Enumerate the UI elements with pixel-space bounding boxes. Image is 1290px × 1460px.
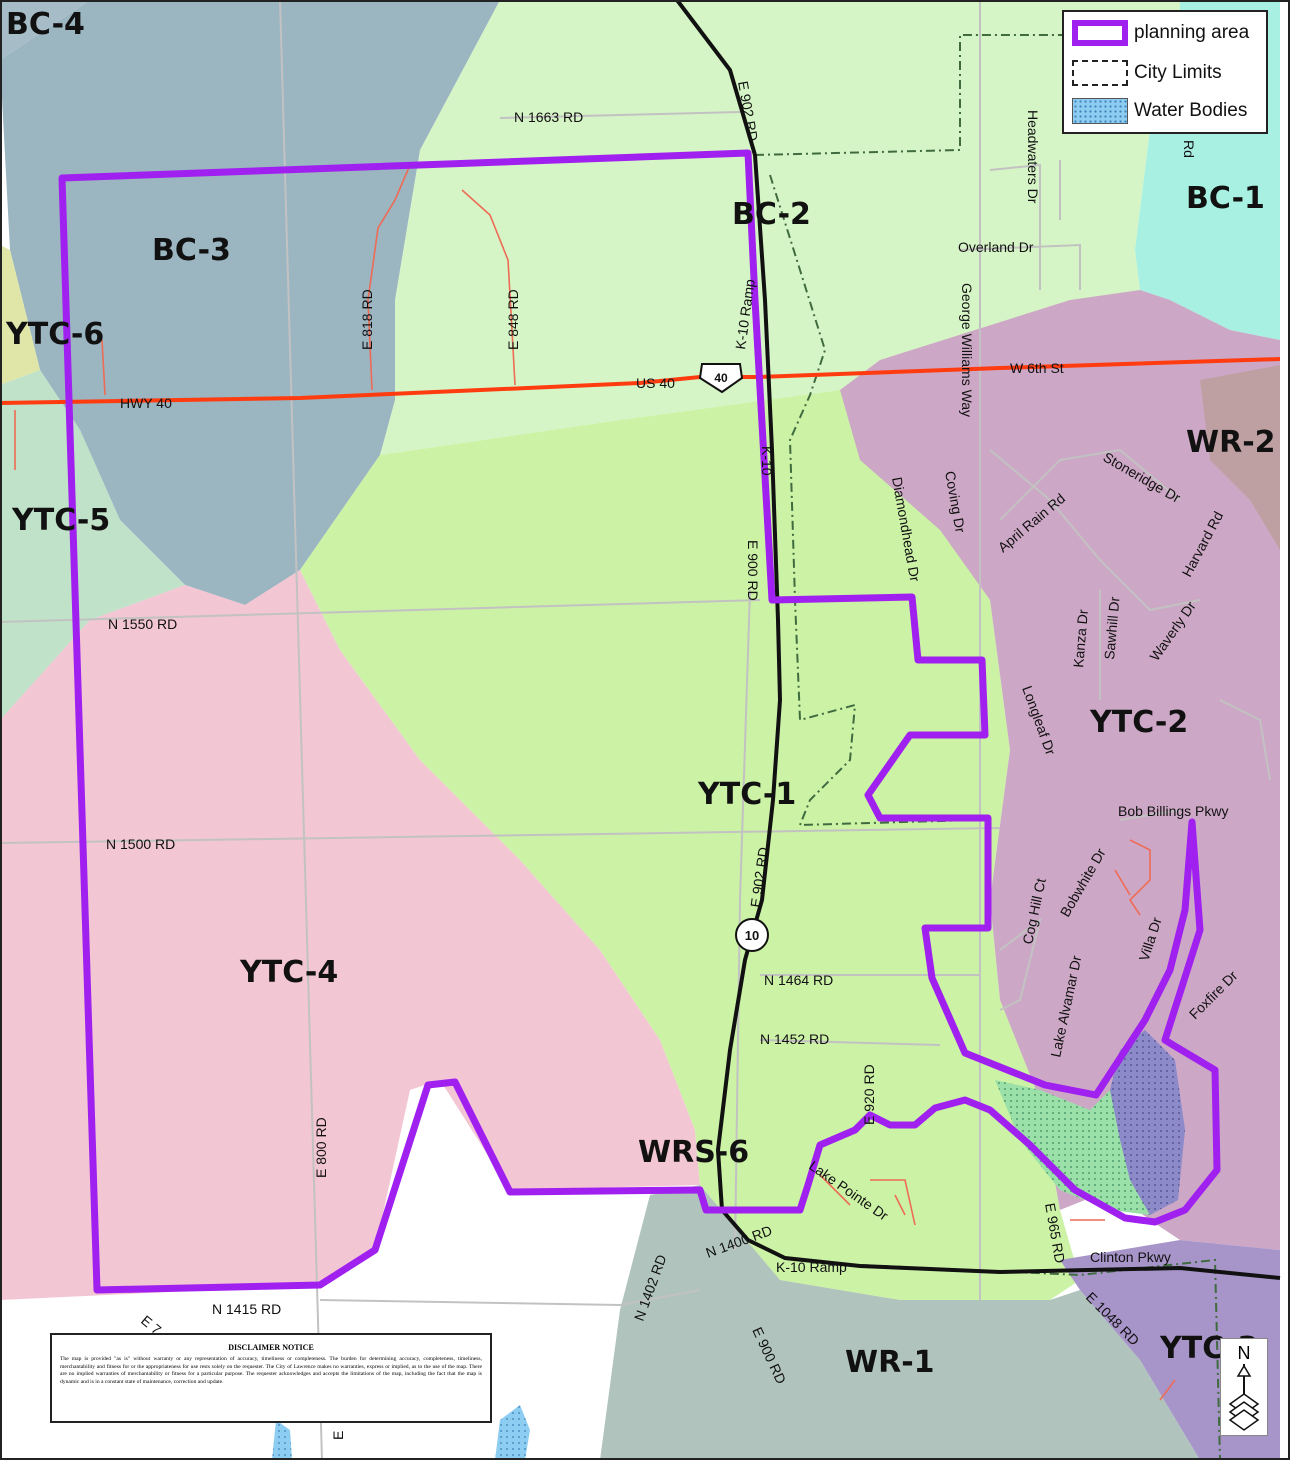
zone-wr1-area — [600, 1185, 1200, 1460]
road-label-e800: E 800 RD — [313, 1117, 329, 1178]
road-label-n1550: N 1550 RD — [108, 616, 177, 632]
road-label-george: George Williams Way — [959, 283, 975, 417]
planning-area-boundary — [58, 149, 1221, 1294]
zone-label-wrs6: WRS-6 — [638, 1135, 749, 1170]
disclaimer-body: The map is provided "as is" without warr… — [60, 1356, 482, 1385]
road-label-kanza: Kanza Dr — [1070, 608, 1091, 668]
road-labels-horizontal: N 1663 RD HWY 40 US 40 W 6th St Overland… — [106, 109, 1229, 1317]
road-label-e818: E 818 RD — [359, 289, 375, 350]
legend-label-planning-area: planning area — [1134, 22, 1250, 43]
road-label-e920: E 920 RD — [861, 1064, 877, 1125]
road-label-n1452: N 1452 RD — [760, 1031, 829, 1047]
road-label-n1500: N 1500 RD — [106, 836, 175, 852]
road-label-n1415: N 1415 RD — [212, 1301, 281, 1317]
zone-label-bc3: BC-3 — [152, 233, 231, 268]
road-label-overland: Overland Dr — [958, 239, 1034, 255]
zone-label-bc4: BC-4 — [6, 7, 85, 42]
road-label-e848: E 848 RD — [505, 289, 521, 350]
road-label-rd-partial: Rd — [1181, 140, 1197, 158]
map-legend: planning area City Limits Water Bodies — [1062, 10, 1268, 134]
zone-ytc6-area — [0, 245, 40, 385]
road-label-n1663: N 1663 RD — [514, 109, 583, 125]
zone-ytc2-area — [840, 290, 1280, 1250]
road-label-bobbillings: Bob Billings Pkwy — [1118, 803, 1229, 819]
road-label-clinton: Clinton Pkwy — [1090, 1249, 1171, 1265]
zone-label-bc1: BC-1 — [1186, 181, 1265, 216]
road-label-w6th: W 6th St — [1010, 360, 1064, 376]
disclaimer-title: DISCLAIMER NOTICE — [228, 1343, 314, 1352]
zone-wr2-area — [1200, 365, 1280, 550]
zone-label-ytc1: YTC-1 — [697, 777, 796, 812]
zone-label-ytc6: YTC-6 — [5, 317, 104, 352]
pond-south-2 — [495, 1405, 530, 1460]
zone-bc3-area — [0, 0, 500, 605]
zone-ytc1-area — [300, 290, 1140, 1300]
legend-item-planning-area: planning area — [1072, 18, 1249, 48]
road-label-headwaters: Headwaters Dr — [1025, 110, 1041, 204]
zone-label-ytc5: YTC-5 — [11, 503, 110, 538]
north-arrow-icon — [1228, 1364, 1260, 1431]
road-label-us40: US 40 — [636, 375, 675, 391]
road-label-e900-mid: E 900 RD — [745, 540, 761, 601]
zone-label-bc2: BC-2 — [732, 197, 811, 232]
disclaimer-notice: DISCLAIMER NOTICE The map is provided "a… — [50, 1333, 492, 1423]
k-10-highway — [675, 0, 1281, 1280]
zone-ytc4-area — [0, 570, 700, 1300]
road-label-k10: K-10 — [759, 446, 775, 476]
road-label-e-partial: E — [330, 1431, 346, 1440]
k-10-shield: 10 — [735, 918, 769, 952]
zone-ytc5-area — [0, 370, 185, 720]
road-label-hwy40: HWY 40 — [120, 395, 172, 411]
k-10-shield-label: 10 — [745, 928, 759, 943]
zone-label-wr2: WR-2 — [1186, 425, 1276, 460]
road-label-n1464: N 1464 RD — [764, 972, 833, 988]
lake-alvamar-water-east — [1110, 1030, 1185, 1215]
us-40-shield-label: 40 — [714, 371, 728, 385]
legend-item-water-bodies: Water Bodies — [1072, 96, 1247, 126]
legend-label-water-bodies: Water Bodies — [1134, 100, 1248, 121]
zone-label-ytc2: YTC-2 — [1089, 705, 1188, 740]
pond-south-1 — [272, 1420, 292, 1460]
legend-label-city-limits: City Limits — [1134, 62, 1222, 83]
zone-label-ytc4: YTC-4 — [239, 955, 338, 990]
us-40-shield: 40 — [698, 363, 744, 394]
water-bodies-swatch — [1072, 98, 1128, 124]
north-arrow-label: N — [1237, 1343, 1251, 1363]
road-label-k10ramp-bottom: K-10 Ramp — [776, 1259, 847, 1275]
north-arrow: N — [1220, 1338, 1268, 1436]
planning-area-swatch — [1072, 20, 1128, 46]
zone-label-wr1: WR-1 — [845, 1345, 935, 1380]
city-limits-swatch — [1072, 60, 1128, 86]
road-label-sawhill: Sawhill Dr — [1101, 596, 1122, 661]
legend-item-city-limits: City Limits — [1072, 58, 1222, 88]
private-roads — [14, 164, 1176, 1401]
